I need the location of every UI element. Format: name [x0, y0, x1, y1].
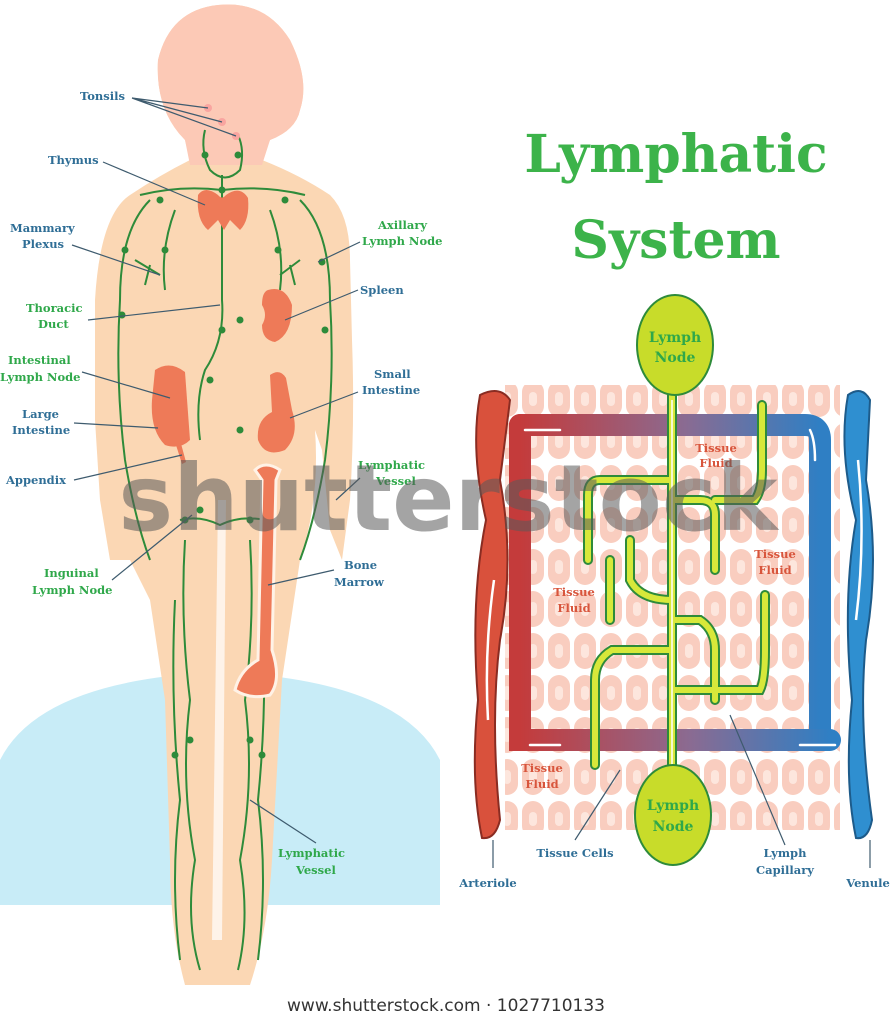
- title-line-1: Lymphatic: [524, 124, 827, 185]
- label-thymus: Thymus: [48, 153, 99, 167]
- label-large-intestine-1: Large: [22, 407, 59, 421]
- watermark: shutterstock: [118, 445, 779, 552]
- label-tissue-fluid-2b: Fluid: [758, 563, 791, 577]
- label-appendix: Appendix: [5, 473, 66, 487]
- body-silhouette: [95, 4, 354, 985]
- label-lymph-capillary-1: Lymph: [764, 846, 808, 860]
- label-thoracic-duct-1: Thoracic: [26, 301, 82, 315]
- label-tonsils: Tonsils: [80, 89, 125, 103]
- capillary-labels: Lymph Node Lymph Node Tissue Fluid Tissu…: [458, 330, 890, 890]
- label-tissue-fluid-1a: Tissue: [695, 441, 737, 455]
- label-lymph-node-bottom-1: Lymph: [647, 798, 699, 814]
- label-tissue-fluid-3a: Tissue: [553, 585, 595, 599]
- label-small-intestine-2: Intestine: [362, 383, 420, 397]
- label-tissue-cells: Tissue Cells: [536, 846, 613, 860]
- label-intestinal-lymph-node-2: Lymph Node: [0, 370, 80, 384]
- label-thoracic-duct-2: Duct: [38, 317, 69, 331]
- label-lymph-capillary-2: Capillary: [756, 863, 814, 877]
- label-spleen: Spleen: [360, 283, 404, 297]
- label-lymphatic-vessel-lower-2: Vessel: [295, 863, 336, 877]
- lymph-node-top: [636, 294, 714, 396]
- label-lymph-node-bottom-2: Node: [653, 819, 694, 835]
- label-arteriole: Arteriole: [458, 876, 516, 890]
- label-tissue-fluid-1b: Fluid: [699, 456, 732, 470]
- label-large-intestine-2: Intestine: [12, 423, 70, 437]
- label-lymphatic-vessel-lower-1: Lymphatic: [278, 846, 345, 860]
- label-tissue-fluid-3b: Fluid: [557, 601, 590, 615]
- organs: [151, 104, 295, 699]
- label-tissue-fluid-4a: Tissue: [521, 761, 563, 775]
- label-mammary-plexus-2: Plexus: [22, 237, 64, 251]
- label-intestinal-lymph-node-1: Intestinal: [8, 353, 71, 367]
- thymus: [197, 190, 249, 230]
- label-tissue-fluid-4b: Fluid: [525, 777, 558, 791]
- title-line-2: System: [571, 210, 780, 271]
- label-lymphatic-vessel-upper-1: Lymphatic: [358, 458, 425, 472]
- label-inguinal-lymph-node-1: Inguinal: [44, 566, 99, 580]
- venule: [843, 390, 874, 840]
- bone-marrow: [233, 463, 282, 699]
- label-bone-marrow-2: Marrow: [334, 575, 385, 589]
- label-axillary-lymph-node-2: Lymph Node: [362, 234, 442, 248]
- label-bone-marrow-1: Bone: [344, 558, 377, 572]
- lymph-node-bottom: [634, 764, 712, 866]
- spleen: [262, 289, 292, 342]
- small-intestine: [257, 372, 295, 453]
- label-axillary-lymph-node-1: Axillary: [377, 218, 427, 232]
- label-lymphatic-vessel-upper-2: Vessel: [375, 474, 416, 488]
- body-leader-lines: [71, 97, 361, 844]
- label-lymph-node-top-1: Lymph: [649, 330, 701, 346]
- label-small-intestine-1: Small: [374, 367, 411, 381]
- capillary-diagram: [473, 294, 874, 866]
- label-mammary-plexus-1: Mammary: [10, 221, 75, 235]
- label-lymph-node-top-2: Node: [655, 350, 696, 366]
- footer-credit: www.shutterstock.com · 1027710133: [287, 996, 605, 1016]
- arteriole: [473, 390, 512, 840]
- large-intestine: [151, 365, 190, 447]
- body-labels: Tonsils Thymus Mammary Plexus Thoracic D…: [0, 89, 442, 877]
- label-venule: Venule: [845, 876, 890, 890]
- appendix: [176, 440, 186, 464]
- label-tissue-fluid-2a: Tissue: [754, 547, 796, 561]
- label-inguinal-lymph-node-2: Lymph Node: [32, 583, 112, 597]
